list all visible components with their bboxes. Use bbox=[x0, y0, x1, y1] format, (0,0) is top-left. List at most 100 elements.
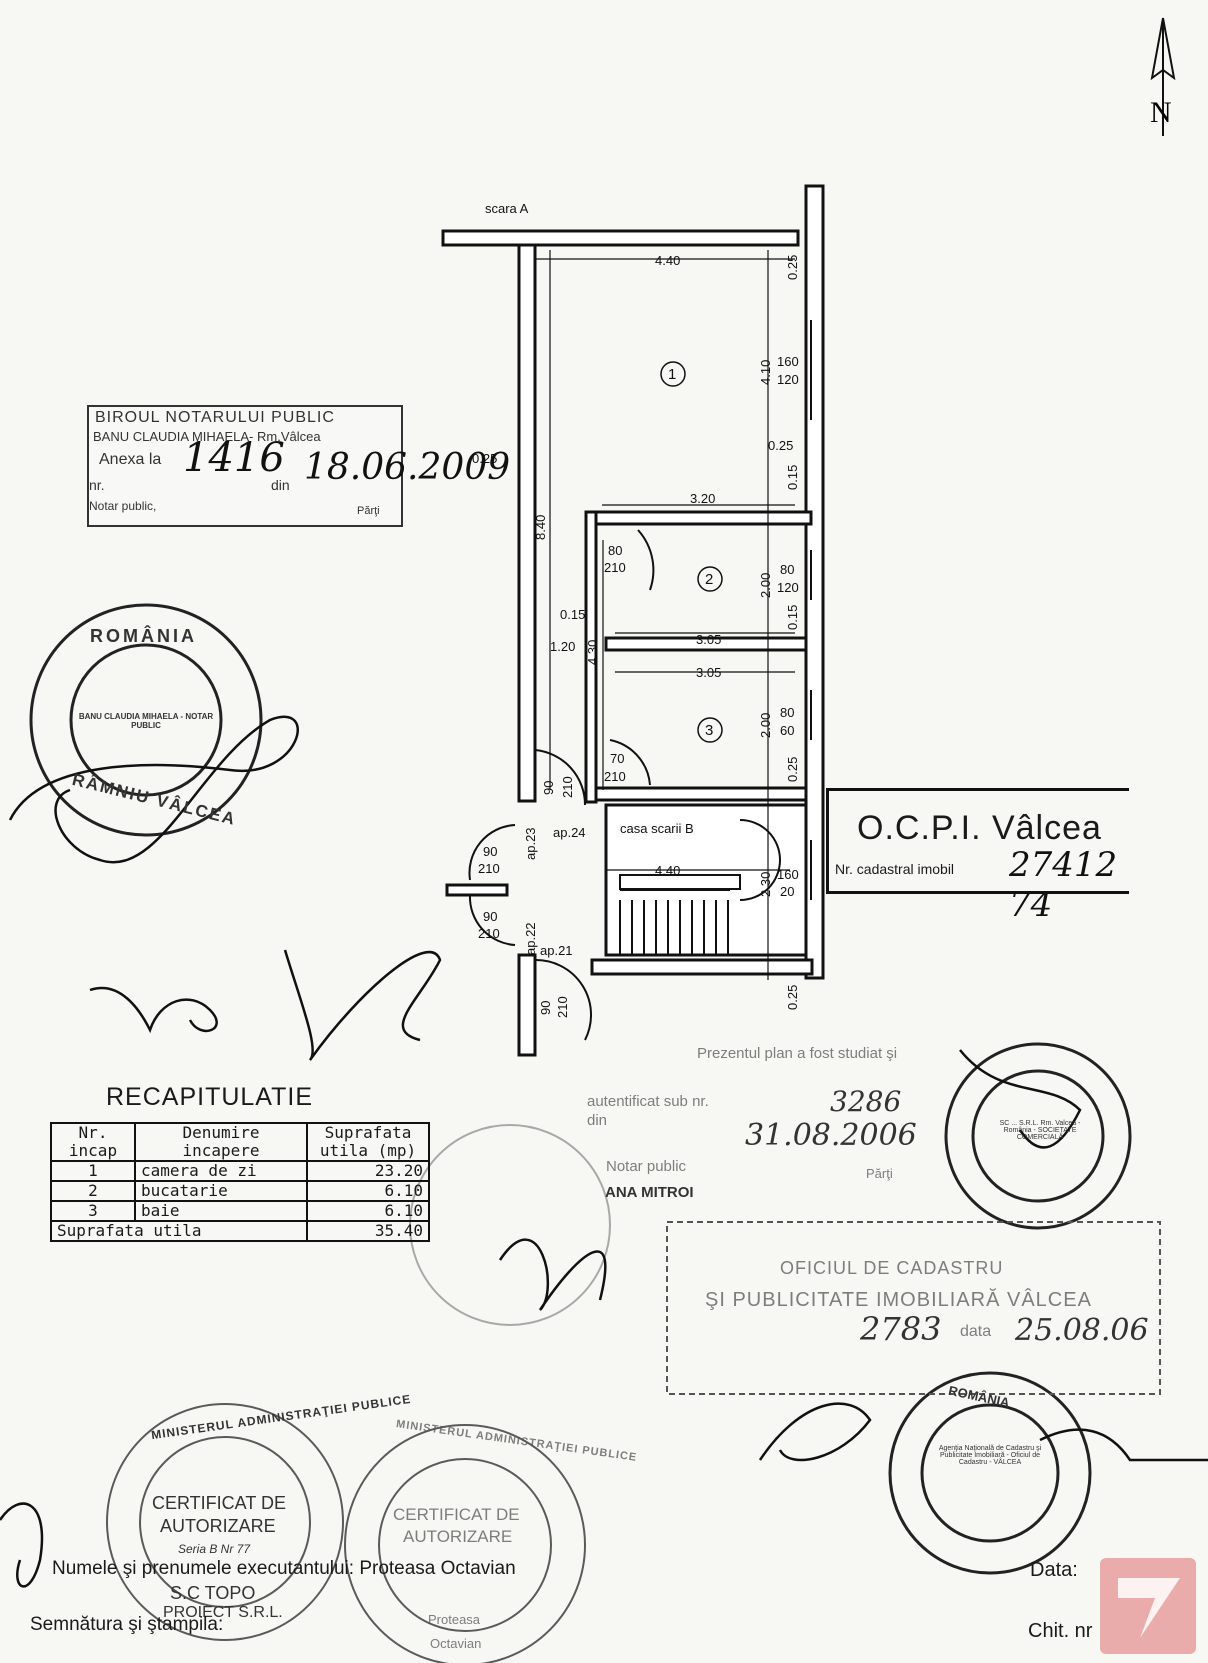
table-total-row: Suprafata utila 35.40 bbox=[50, 1220, 430, 1242]
bottom-door-bot: 210 bbox=[555, 996, 570, 1018]
dim-right-200b: 2.00 bbox=[758, 713, 773, 738]
notary-notar-label: Notar public, bbox=[89, 499, 157, 513]
seal-cert1-line4: S.C TOPO bbox=[170, 1583, 256, 1603]
dim-right-top: 0.25 bbox=[785, 255, 800, 280]
dim-right-025c: 0.25 bbox=[785, 757, 800, 782]
table-row: 3 baie 6.10 bbox=[50, 1200, 430, 1222]
ap23-door-top: 90 bbox=[483, 844, 497, 859]
dim-stair-win-top: 160 bbox=[777, 867, 799, 882]
north-arrow-icon bbox=[1150, 17, 1176, 136]
ap22-door-bot: 210 bbox=[478, 926, 500, 941]
dim-w305b: 3.05 bbox=[696, 665, 721, 680]
notary-parti-label: Părţi bbox=[357, 505, 380, 517]
dim-right-015a: 0.15 bbox=[785, 465, 800, 490]
seal-right-bottom-ring bbox=[888, 1371, 1092, 1575]
seal-cert2-line4: Octavian bbox=[430, 1636, 482, 1651]
cadastru-box bbox=[666, 1221, 1161, 1395]
notary2-line4: Notar public bbox=[606, 1158, 687, 1175]
notary-hand-nr: 1416 bbox=[183, 435, 285, 481]
footer-semnatura: Semnătura şi ştampila: bbox=[30, 1614, 224, 1635]
dim-door3-top: 70 bbox=[610, 751, 624, 766]
notary2-line4-right: Părţi bbox=[866, 1166, 893, 1181]
dim-stair-win-bot: 20 bbox=[780, 884, 794, 899]
dim-win2-top: 80 bbox=[780, 562, 794, 577]
ocpi-hand-value: 27412 74 bbox=[1009, 845, 1118, 925]
dim-door3-bot: 210 bbox=[604, 769, 626, 784]
recap-header-name: Denumire incapere bbox=[134, 1122, 308, 1162]
dim-left-120: 1.20 bbox=[550, 639, 575, 654]
seal-left-ring bbox=[29, 603, 263, 837]
ap21-label: ap.21 bbox=[540, 943, 573, 958]
ocpi-subtitle: Nr. cadastral imobil bbox=[835, 861, 955, 877]
dim-bottom-right: 0.25 bbox=[785, 985, 800, 1010]
room-number-2: 2 bbox=[705, 571, 713, 588]
notary2-hand-date: 31.08.2006 bbox=[745, 1118, 917, 1153]
cadastru-hand-date: 25.08.06 bbox=[1015, 1313, 1149, 1348]
recap-total-value: 35.40 bbox=[306, 1220, 430, 1242]
signatures bbox=[0, 715, 1208, 1588]
bottom-door-top: 90 bbox=[538, 1001, 553, 1015]
ap23-door-bot: 210 bbox=[478, 861, 500, 876]
seal-cert2-ring bbox=[344, 1424, 586, 1663]
stair-a-label: scara A bbox=[485, 201, 529, 216]
footer-data: Data: bbox=[1030, 1559, 1078, 1581]
recap-table: Nr. incap Denumire incapere Suprafata ut… bbox=[50, 1122, 430, 1242]
dim-right-025b: 0.25 bbox=[768, 438, 793, 453]
seal-cert1-line3: Seria B Nr 77 bbox=[178, 1542, 251, 1556]
dim-right-410: 4.10 bbox=[758, 360, 773, 385]
notary2-hand-nr: 3286 bbox=[830, 1085, 902, 1118]
seal-faint-ring bbox=[409, 1124, 611, 1326]
ap22-door-top: 90 bbox=[483, 909, 497, 924]
ocpi-box: O.C.P.I. Vâlcea Nr. cadastral imobil 274… bbox=[826, 788, 1129, 925]
seal-right-top-ring bbox=[944, 1042, 1132, 1230]
notary2-line3: din bbox=[587, 1112, 608, 1129]
dim-w305a: 3.05 bbox=[696, 632, 721, 647]
dim-right-015b: 0.15 bbox=[785, 605, 800, 630]
dim-door2-bot: 210 bbox=[604, 560, 626, 575]
notary-hand-date: 18.06.2009 bbox=[304, 447, 511, 488]
seal-cert2-line1: CERTIFICAT DE bbox=[393, 1505, 520, 1524]
stair-b-label: casa scarii B bbox=[620, 821, 694, 836]
footer-chit: Chit. nr bbox=[1028, 1620, 1093, 1642]
recap-header-area: Suprafata utila (mp) bbox=[306, 1122, 430, 1162]
ocpi-title: O.C.P.I. Vâlcea bbox=[857, 809, 1102, 847]
dim-top-width: 4.40 bbox=[655, 253, 680, 268]
notary2-name: ANA MITROI bbox=[605, 1184, 694, 1201]
seal-cert1-line2: AUTORIZARE bbox=[160, 1516, 276, 1536]
seal-cert1-ring bbox=[106, 1403, 344, 1641]
recap-total-label: Suprafata utila bbox=[50, 1220, 308, 1242]
notary-stamp-box: BIROUL NOTARULUI PUBLIC BANU CLAUDIA MIH… bbox=[87, 405, 510, 527]
ap22-label: ap.22 bbox=[523, 922, 538, 955]
cadastru-line2: ŞI PUBLICITATE IMOBILIARĂ VÂLCEA bbox=[705, 1289, 1092, 1311]
recap-header-nr: Nr. incap bbox=[50, 1122, 136, 1162]
dim-stair-width: 4.40 bbox=[655, 863, 680, 878]
dim-win3-top: 80 bbox=[780, 705, 794, 720]
table-row: 1 camera de zi 23.20 bbox=[50, 1160, 430, 1182]
notary-din-label: din bbox=[271, 477, 290, 493]
seal-left-top: ROMÂNIA bbox=[90, 626, 197, 646]
room-number-3: 3 bbox=[705, 722, 713, 739]
dim-right-200a: 2.00 bbox=[758, 573, 773, 598]
seal-cert1-line1: CERTIFICAT DE bbox=[152, 1493, 287, 1513]
dim-w320: 3.20 bbox=[690, 491, 715, 506]
cadastru-line1: OFICIUL DE CADASTRU bbox=[780, 1258, 1004, 1278]
notary-line1: BIROUL NOTARULUI PUBLIC bbox=[95, 409, 335, 426]
table-row: 2 bucatarie 6.10 bbox=[50, 1180, 430, 1202]
seal-right-bottom-ring-text: Agenţia Naţională de Cadastru şi Publici… bbox=[938, 1445, 1042, 1466]
dim-left-015: 0.15 bbox=[560, 607, 585, 622]
dim-win1-bot: 120 bbox=[777, 372, 799, 387]
dim-door-hall-top: 90 bbox=[541, 781, 556, 795]
cadastru-hand-nr: 2783 bbox=[860, 1310, 942, 1348]
ap24-label: ap.24 bbox=[553, 825, 586, 840]
footer-executant: Numele şi prenumele executantului: Prote… bbox=[52, 1558, 516, 1579]
notary2-line2: autentificat sub nr. bbox=[587, 1093, 709, 1110]
seal-cert2-line2: AUTORIZARE bbox=[403, 1527, 513, 1546]
notary-line2: BANU CLAUDIA MIHAELA- Rm.Vâlcea bbox=[93, 429, 321, 444]
notary-nr-label: nr. bbox=[89, 477, 105, 493]
dim-win2-bot: 120 bbox=[777, 580, 799, 595]
ap23-label: ap.23 bbox=[523, 827, 538, 860]
watermark-logo-icon bbox=[1100, 1558, 1196, 1654]
notary2-line1: Prezentul plan a fost studiat şi bbox=[697, 1045, 898, 1062]
seal-cert1-line5: PROIECT S.R.L. bbox=[163, 1604, 283, 1621]
